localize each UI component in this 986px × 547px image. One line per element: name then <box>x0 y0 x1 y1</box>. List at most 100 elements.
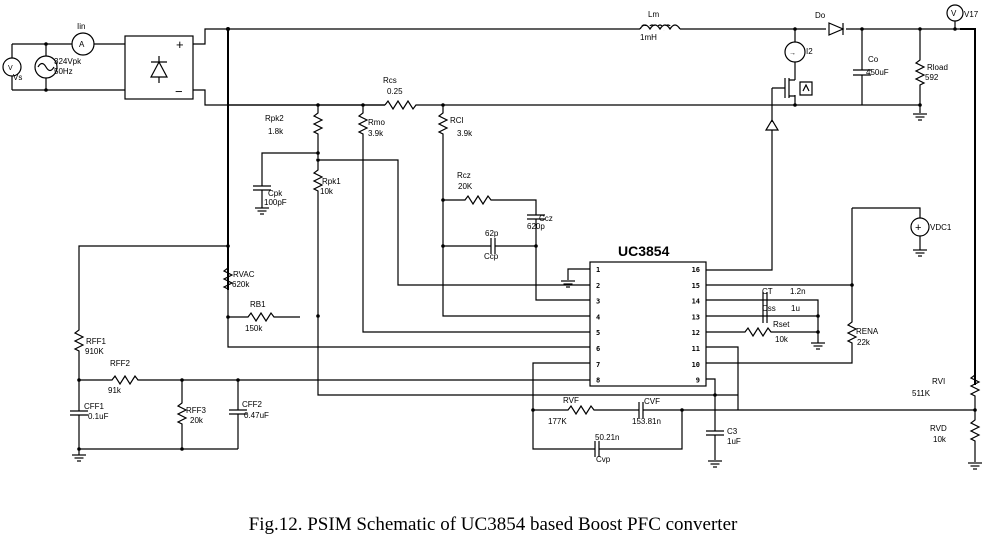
cpk-label: Cpk <box>268 189 283 198</box>
rci-value: 3.9k <box>457 129 473 138</box>
svg-text:→: → <box>789 50 796 57</box>
rload-label: Rload <box>927 63 948 72</box>
current-probe-label: I2 <box>806 47 813 56</box>
ac-source-icon <box>34 55 58 79</box>
svg-text:+: + <box>915 222 921 234</box>
rvac-label: RVAC <box>233 270 255 279</box>
rb1-label: RB1 <box>250 300 266 309</box>
bridge-rectifier: + − <box>124 28 960 106</box>
rvi-label: RVI <box>932 377 945 386</box>
current-sense-network: Rcs 0.25 Rpk2 1.8k Rmo 3.9k RCI 3.9k <box>228 76 590 333</box>
figure-caption: Fig.12. PSIM Schematic of UC3854 based B… <box>248 514 738 535</box>
vdc-label: VDC1 <box>930 223 952 232</box>
cpk-value: 100pF <box>264 198 287 207</box>
diode-do <box>828 22 845 36</box>
rset-value: 10k <box>775 335 789 344</box>
ic-name: UC3854 <box>618 243 670 259</box>
rmo-value: 3.9k <box>368 129 384 138</box>
cvp-label: Cvp <box>596 455 611 464</box>
c3-label: C3 <box>727 427 738 436</box>
ic-pin-10: 10 <box>692 361 700 369</box>
ic-pin-6: 6 <box>596 345 600 353</box>
rff1-label: RFF1 <box>86 337 107 346</box>
rff2-value: 91k <box>108 386 122 395</box>
rpk1-label: Rpk1 <box>322 177 341 186</box>
ic-pin-2: 2 <box>596 282 600 290</box>
rpk2-label: Rpk2 <box>265 114 284 123</box>
co-label: Co <box>868 55 879 64</box>
ct-label: CT <box>762 287 773 296</box>
svg-text:V: V <box>8 65 13 72</box>
rff3-value: 20k <box>190 416 204 425</box>
cff2-value: 0.47uF <box>244 411 269 420</box>
ic-pin-3: 3 <box>596 298 600 306</box>
ammeter-label: Iin <box>77 22 85 31</box>
ic-pin-8: 8 <box>596 377 600 385</box>
ic-pin-13: 13 <box>692 313 700 321</box>
voltage-amp-compensation: RVF 177K CVF 153.81n 50.21n Cvp <box>531 362 975 464</box>
rcs-value: 0.25 <box>387 87 403 96</box>
ic-pin-12: 12 <box>692 329 700 337</box>
ic-pin-15: 15 <box>692 282 700 290</box>
rff3-label: RFF3 <box>186 406 207 415</box>
rmo-label: Rmo <box>368 118 385 127</box>
ic-pin-7: 7 <box>596 361 600 369</box>
schematic: V Vs 324Vpk 50Hz A Iin + − Lm 1mH Do → <box>2 4 983 470</box>
rvi-value: 511K <box>912 389 931 398</box>
rena-label: RENA <box>856 327 879 336</box>
ic-body <box>589 261 707 387</box>
vdc-source-icon <box>910 217 930 237</box>
co-value: 450uF <box>866 68 889 77</box>
ic-pin-16: 16 <box>692 266 700 274</box>
ct-value: 1.2n <box>790 287 806 296</box>
peak-limit-network: Cpk 100pF Rpk1 10k <box>253 151 738 396</box>
rcz-value: 20K <box>458 182 473 191</box>
v17-label: V17 <box>964 10 979 19</box>
svg-text:−: − <box>175 84 183 99</box>
ccz-label: Ccz <box>539 214 553 223</box>
c3-value: 1uF <box>727 437 741 446</box>
current-probe-icon <box>784 41 806 63</box>
cvf-label: CVF <box>644 397 660 406</box>
cvf-value: 153.81n <box>632 417 661 426</box>
cff1-value: 0.1uF <box>88 412 109 421</box>
svg-text:A: A <box>79 40 85 49</box>
svg-text:V: V <box>951 9 957 18</box>
rvf-label: RVF <box>563 396 579 405</box>
ic-pin-9: 9 <box>696 377 700 385</box>
css-label: Css <box>762 304 776 313</box>
rpk2-value: 1.8k <box>268 127 284 136</box>
rcs-label: Rcs <box>383 76 397 85</box>
ccz-value: 620p <box>527 222 545 231</box>
inductor-value: 1mH <box>640 33 657 42</box>
ic-pin-11: 11 <box>692 345 700 353</box>
rci-label: RCI <box>450 116 464 125</box>
rb1-value: 150k <box>245 324 263 333</box>
rcz-label: Rcz <box>457 171 471 180</box>
cff1-label: CFF1 <box>84 402 105 411</box>
svg-text:+: + <box>176 37 184 52</box>
rvd-value: 10k <box>933 435 947 444</box>
power-stage: Lm 1mH Do → I2 Co 450uF Rload 592 V <box>430 4 979 385</box>
source-frequency: 50Hz <box>54 67 73 76</box>
ic-pin-5: 5 <box>596 329 600 337</box>
rff2-label: RFF2 <box>110 359 131 368</box>
ic-pin-4: 4 <box>596 313 600 321</box>
voltmeter-vs-icon <box>2 57 22 77</box>
inductor-label: Lm <box>648 10 659 19</box>
ccp-value: 62p <box>485 229 499 238</box>
vs-label: Vs <box>13 73 22 82</box>
output-divider: RVI 511K RVD 10k <box>912 374 983 470</box>
rff1-value: 910K <box>85 347 104 356</box>
ccp-label: Ccp <box>484 252 499 261</box>
source-amplitude: 324Vpk <box>54 57 82 66</box>
diode-label: Do <box>815 11 826 20</box>
feedforward-network: RVAC 620k RB1 150k RFF1 910K RFF2 91k CF… <box>70 244 590 462</box>
ic-pin-14: 14 <box>692 298 700 306</box>
rvd-label: RVD <box>930 424 947 433</box>
ammeter-icon <box>71 32 95 56</box>
cvp-value: 50.21n <box>595 433 619 442</box>
cff2-label: CFF2 <box>242 400 263 409</box>
rload-value: 592 <box>925 73 939 82</box>
